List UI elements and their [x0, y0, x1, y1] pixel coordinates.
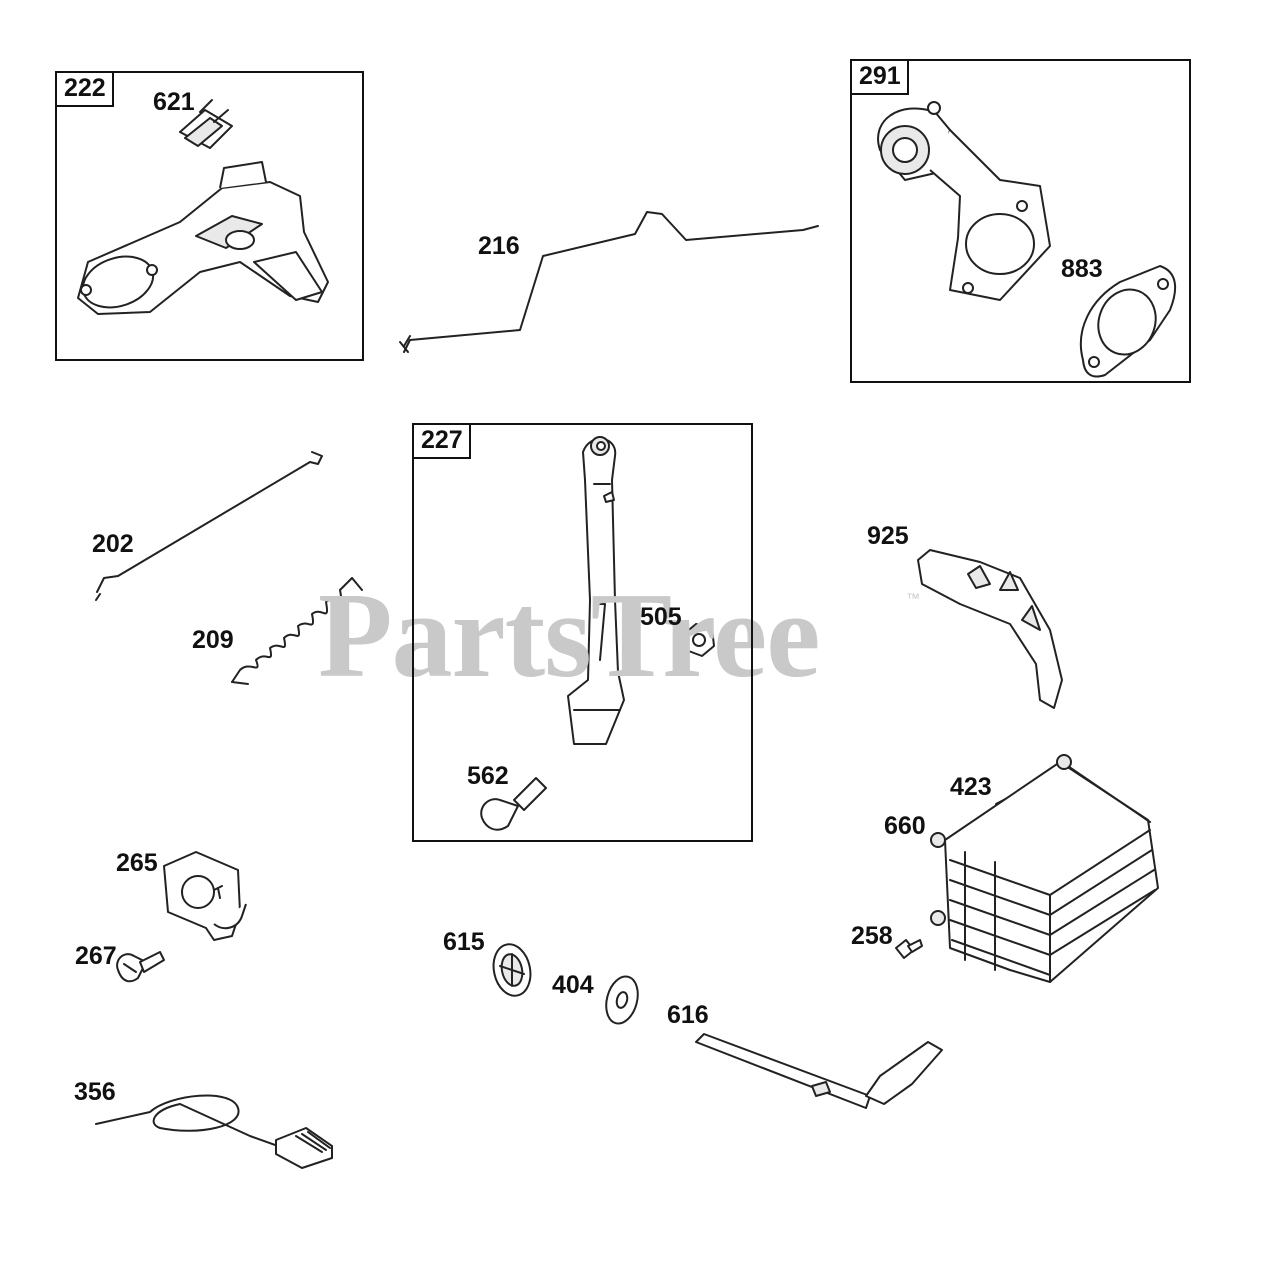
- group-box-291: 291: [850, 59, 1191, 383]
- part-label-404[interactable]: 404: [552, 971, 594, 999]
- part-label-505[interactable]: 505: [640, 603, 682, 631]
- guard-icon: [917, 549, 1063, 709]
- group-box-222: 222: [55, 71, 364, 361]
- control-bracket-icon: [77, 161, 329, 315]
- part-label-356[interactable]: 356: [74, 1078, 116, 1106]
- watermark-trademark: ™: [906, 590, 920, 606]
- group-tag-227: 227: [414, 425, 471, 459]
- bolt-icon: [480, 777, 547, 831]
- wire-icon: [95, 1094, 333, 1169]
- part-label-616[interactable]: 616: [667, 1001, 709, 1029]
- seal-icon: [492, 943, 532, 997]
- washer-icon: [605, 975, 639, 1025]
- choke-housing-icon: [877, 101, 1051, 301]
- link-rod-icon: [95, 451, 323, 601]
- muffler-icon: [930, 754, 1159, 983]
- nut-icon: [683, 623, 715, 657]
- watermark: PartsTree: [318, 568, 820, 703]
- part-label-615[interactable]: 615: [443, 928, 485, 956]
- governor-link-icon: [399, 211, 819, 353]
- screw-icon-258: [895, 939, 923, 959]
- part-label-883[interactable]: 883: [1061, 255, 1103, 283]
- bracket-icon: [163, 851, 247, 941]
- part-label-562[interactable]: 562: [467, 762, 509, 790]
- part-label-267[interactable]: 267: [75, 942, 117, 970]
- spring-icon: [231, 577, 363, 685]
- gasket-icon: [1079, 265, 1177, 378]
- group-tag-291: 291: [852, 61, 909, 95]
- part-label-621[interactable]: 621: [153, 88, 195, 116]
- governor-lever-icon: [567, 436, 625, 745]
- part-label-660[interactable]: 660: [884, 812, 926, 840]
- group-box-227: 227: [412, 423, 753, 842]
- governor-shaft-icon: [695, 1033, 943, 1109]
- clip-icon: [179, 99, 233, 149]
- part-label-423[interactable]: 423: [950, 773, 992, 801]
- part-label-202[interactable]: 202: [92, 530, 134, 558]
- screw-icon-267: [116, 951, 165, 983]
- part-label-258[interactable]: 258: [851, 922, 893, 950]
- part-label-925[interactable]: 925: [867, 522, 909, 550]
- part-label-209[interactable]: 209: [192, 626, 234, 654]
- part-label-265[interactable]: 265: [116, 849, 158, 877]
- group-tag-222: 222: [57, 73, 114, 107]
- part-label-216[interactable]: 216: [478, 232, 520, 260]
